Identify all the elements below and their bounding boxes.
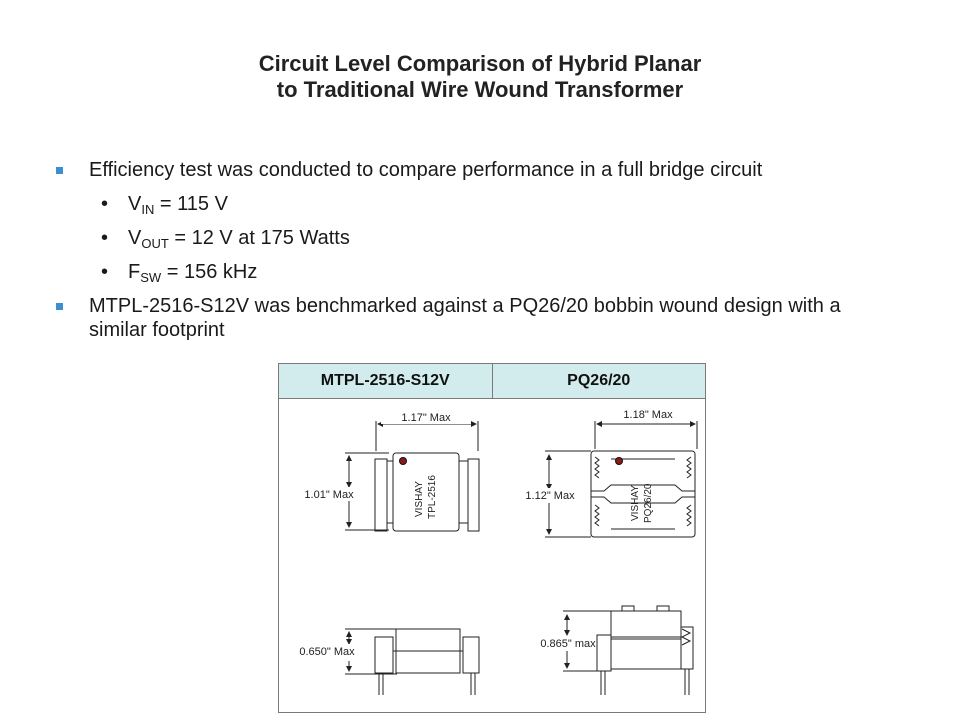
title-line-2: to Traditional Wire Wound Transformer — [276, 77, 684, 102]
dimension-drawings: 1.17" Max 1.01" Max VISHAY TPL-2516 — [289, 407, 698, 695]
sub-bullet-vin: • VIN = 115 V — [101, 193, 228, 217]
mtpl-marking-vishay: VISHAY — [414, 481, 425, 517]
dot-bullet-icon: • — [101, 227, 109, 249]
comparison-drawing-area: 1.17" Max 1.01" Max VISHAY TPL-2516 — [278, 399, 706, 713]
comparison-table-header: MTPL-2516-S12V PQ26/20 — [278, 363, 706, 399]
sub-bullet-fsw: • FSW = 156 kHz — [101, 261, 258, 285]
pq26-side-height-label: 0.865" max — [540, 638, 596, 650]
mtpl-height-label: 1.01" Max — [304, 489, 354, 501]
mtpl-top-view: 1.17" Max 1.01" Max VISHAY TPL-2516 — [294, 412, 480, 532]
mtpl-side-view: 0.650" Max — [289, 628, 480, 695]
pin1-dot-icon — [399, 457, 407, 465]
pq26-marking-part: PQ26/20 — [643, 483, 654, 523]
mtpl-width-label: 1.17" Max — [401, 412, 451, 424]
bullet-list: Efficiency test was conducted to compare… — [56, 158, 936, 352]
pq26-top-view: 1.18" Max 1.12" Max VISHAY PQ26/20 — [517, 407, 698, 538]
square-bullet-icon — [56, 303, 63, 310]
pq26-width-label: 1.18" Max — [623, 409, 673, 421]
sub-bullet-vout: • VOUT = 12 V at 175 Watts — [101, 227, 350, 251]
slide-title: Circuit Level Comparison of Hybrid Plana… — [0, 51, 960, 103]
pq26-marking-vishay: VISHAY — [630, 485, 641, 521]
pq26-side-view: 0.865" max — [529, 605, 694, 695]
header-mtpl: MTPL-2516-S12V — [279, 364, 493, 398]
bullet-efficiency-test: Efficiency test was conducted to compare… — [56, 158, 936, 182]
mtpl-side-height-label: 0.650" Max — [299, 646, 355, 658]
square-bullet-icon — [56, 167, 63, 174]
dot-bullet-icon: • — [101, 261, 109, 283]
pin1-dot-icon — [615, 457, 623, 465]
mtpl-marking-part: TPL-2516 — [427, 475, 438, 519]
header-pq26: PQ26/20 — [567, 372, 631, 389]
bullet-benchmark: MTPL-2516-S12V was benchmarked against a… — [56, 294, 889, 342]
pq26-height-label: 1.12" Max — [525, 490, 575, 502]
title-line-1: Circuit Level Comparison of Hybrid Plana… — [258, 51, 702, 76]
dot-bullet-icon: • — [101, 193, 109, 215]
